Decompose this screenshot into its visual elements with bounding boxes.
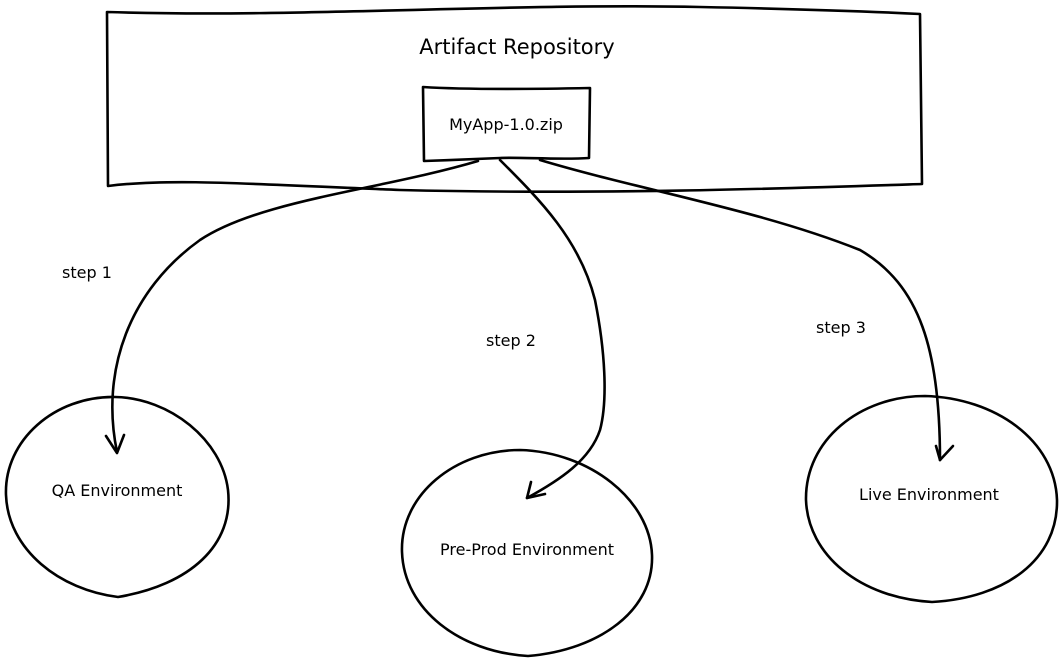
arrowhead-icon bbox=[525, 480, 547, 500]
artifact-repository-node[interactable]: Artifact Repository bbox=[105, 5, 924, 194]
artifact-repository-box bbox=[105, 5, 924, 194]
edge-step-2-label: step 2 bbox=[486, 331, 536, 350]
arrowhead-icon bbox=[934, 444, 955, 462]
artifact-label: MyApp-1.0.zip bbox=[449, 115, 563, 134]
preprod-environment-node[interactable]: Pre-Prod Environment bbox=[400, 448, 654, 658]
artifact-repository-label: Artifact Repository bbox=[419, 35, 614, 59]
arrowhead-icon bbox=[104, 433, 126, 455]
live-environment-node[interactable]: Live Environment bbox=[804, 394, 1059, 604]
artifact-node[interactable]: MyApp-1.0.zip bbox=[421, 85, 592, 163]
qa-environment-node[interactable]: QA Environment bbox=[4, 395, 230, 599]
preprod-environment-circle bbox=[400, 448, 654, 658]
edge-step-3-label: step 3 bbox=[816, 318, 866, 337]
edge-step-2-line bbox=[498, 158, 606, 500]
live-environment-circle bbox=[804, 394, 1059, 604]
edge-step-3[interactable]: step 3 bbox=[538, 158, 955, 462]
edge-step-3-line bbox=[538, 158, 942, 462]
edge-step-1-line bbox=[111, 159, 480, 454]
live-environment-label: Live Environment bbox=[859, 485, 999, 504]
artifact-box bbox=[421, 85, 592, 163]
qa-environment-circle bbox=[4, 395, 230, 599]
qa-environment-label: QA Environment bbox=[52, 481, 183, 500]
edge-step-2[interactable]: step 2 bbox=[486, 158, 606, 500]
edge-step-1[interactable]: step 1 bbox=[62, 159, 480, 455]
edge-step-1-label: step 1 bbox=[62, 263, 112, 282]
preprod-environment-label: Pre-Prod Environment bbox=[440, 540, 614, 559]
